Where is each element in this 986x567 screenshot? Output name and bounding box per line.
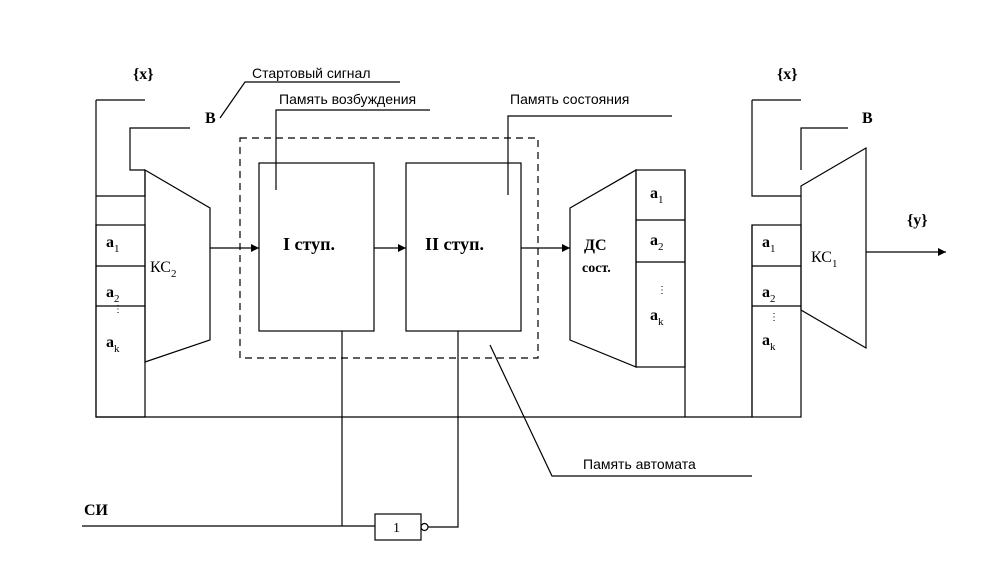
ks1-block [800, 146, 867, 350]
left-input-a2: a2 [106, 284, 120, 305]
gate-label: 1 [393, 521, 400, 536]
dc-state-label: сост. [582, 261, 611, 276]
left-input-ellipsis: ⋮ [113, 304, 123, 315]
left-input-ak: ak [106, 334, 120, 355]
b-right-label: B [862, 110, 873, 127]
si-label: СИ [84, 502, 109, 519]
left-input-a1: a1 [106, 234, 120, 255]
ks1-label: КС1 [811, 249, 837, 270]
gate-inversion-bubble [420, 522, 429, 532]
dc-output-a1: a1 [650, 185, 664, 206]
ks2-block [144, 168, 211, 363]
left-input-column [95, 224, 146, 418]
b-left-wire [129, 127, 190, 171]
dc-output-ak: ak [650, 307, 664, 328]
excitation-memory-pointer [275, 109, 430, 190]
state-memory-pointer [507, 115, 672, 195]
b-left-label: B [205, 110, 216, 127]
dc-output-a2: a2 [650, 232, 664, 253]
right-input-a2: a2 [762, 284, 776, 305]
feedback-wire [95, 99, 753, 418]
ks2-label: КС2 [150, 259, 176, 280]
x-right-label: {x} [777, 66, 798, 83]
b-right-wire [800, 127, 848, 170]
start-signal-label: Стартовый сигнал [252, 65, 371, 81]
state-memory-label: Память состояния [510, 91, 629, 107]
right-input-a1: a1 [762, 234, 776, 255]
stage2-block [405, 162, 522, 332]
dc-label: ДС [584, 237, 607, 254]
dc-output-column [635, 169, 686, 368]
stage2-label: II ступ. [425, 234, 484, 254]
x-right-wire [751, 99, 801, 197]
stage1-label: I ступ. [283, 234, 335, 254]
y-output-label: {y} [907, 212, 928, 229]
right-input-column [751, 224, 802, 418]
gate-to-stage2-wire [428, 331, 459, 528]
stage1-block [258, 162, 375, 332]
x-left-label: {x} [133, 66, 154, 83]
start-signal-pointer [219, 81, 400, 119]
automaton-memory-label: Память автомата [583, 456, 696, 472]
excitation-memory-label: Память возбуждения [279, 91, 416, 107]
automaton-memory-pointer [489, 344, 752, 477]
right-input-ak: ak [762, 332, 776, 353]
dc-output-ellipsis: ⋮ [657, 285, 667, 296]
right-input-ellipsis: ⋮ [769, 312, 779, 323]
x-left-wire [96, 170, 146, 197]
